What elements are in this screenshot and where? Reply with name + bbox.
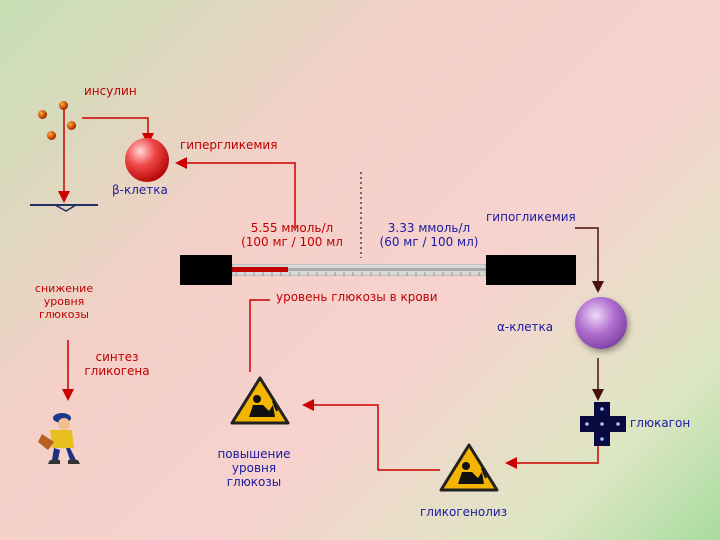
- insulin-molecule-icon: [59, 101, 68, 110]
- increase-return-line: [249, 299, 270, 372]
- threshold-low-line1: 3.33 ммоль/л: [387, 221, 471, 235]
- label-threshold-low: 3.33 ммоль/л (60 мг / 100 мл): [370, 221, 488, 249]
- beta-cell-sphere-icon: [125, 138, 169, 182]
- label-insulin: инсулин: [84, 84, 137, 98]
- worker-cartoon-icon: [38, 413, 80, 464]
- scale-left-block: [180, 255, 232, 285]
- warning-sign-icon: [439, 443, 499, 492]
- threshold-low-line2: (60 мг / 100 мл): [379, 235, 479, 249]
- label-increase-glucose: повышение уровня глюкозы: [204, 447, 304, 489]
- glycogen-synthesis-line2: гликогена: [84, 364, 150, 378]
- label-glucagon: глюкагон: [630, 416, 691, 430]
- label-blood-glucose-level: уровень глюкозы в крови: [276, 290, 438, 304]
- decrease-line3: глюкозы: [39, 308, 89, 321]
- label-decrease-glucose: снижение уровня глюкозы: [28, 282, 100, 321]
- insulin-molecule-icon: [38, 110, 47, 119]
- glycogen-synthesis-line1: синтез: [95, 350, 139, 364]
- glycogenolysis-arrow: [302, 399, 440, 471]
- glucagon-molecule-icon: [580, 402, 626, 446]
- decrease-line2: уровня: [43, 295, 85, 308]
- increase-line1: повышение: [217, 447, 291, 461]
- label-hyperglycemia: гипергликемия: [180, 138, 278, 152]
- hyperglycemia-arrow: [175, 157, 296, 228]
- insulin-molecule-icon: [67, 121, 76, 130]
- glucagon-arrow: [505, 445, 599, 469]
- label-hypoglycemia: гипогликемия: [486, 210, 576, 224]
- label-alpha-cell: α-клетка: [497, 320, 554, 334]
- decrease-line1: снижение: [34, 282, 94, 295]
- insulin-arrow: [82, 117, 154, 145]
- increase-line3: глюкозы: [226, 475, 282, 489]
- label-beta-cell: β-клетка: [112, 183, 168, 197]
- warning-sign-icon: [230, 376, 290, 425]
- label-glycogenolysis: гликогенолиз: [420, 505, 508, 519]
- hypoglycemia-arrow: [575, 227, 604, 293]
- increase-line2: уровня: [231, 461, 277, 475]
- alpha-cell-sphere-icon: [575, 297, 627, 349]
- glucose-scale-bar: [232, 264, 486, 276]
- threshold-high-line2: (100 мг / 100 мл: [241, 235, 343, 249]
- threshold-high-line1: 5.55 ммоль/л: [250, 221, 334, 235]
- scale-right-block: [486, 255, 576, 285]
- label-glycogen-synthesis: синтез гликогена: [74, 350, 160, 378]
- label-threshold-high: 5.55 ммоль/л (100 мг / 100 мл: [232, 221, 352, 249]
- insulin-molecule-icon: [47, 131, 56, 140]
